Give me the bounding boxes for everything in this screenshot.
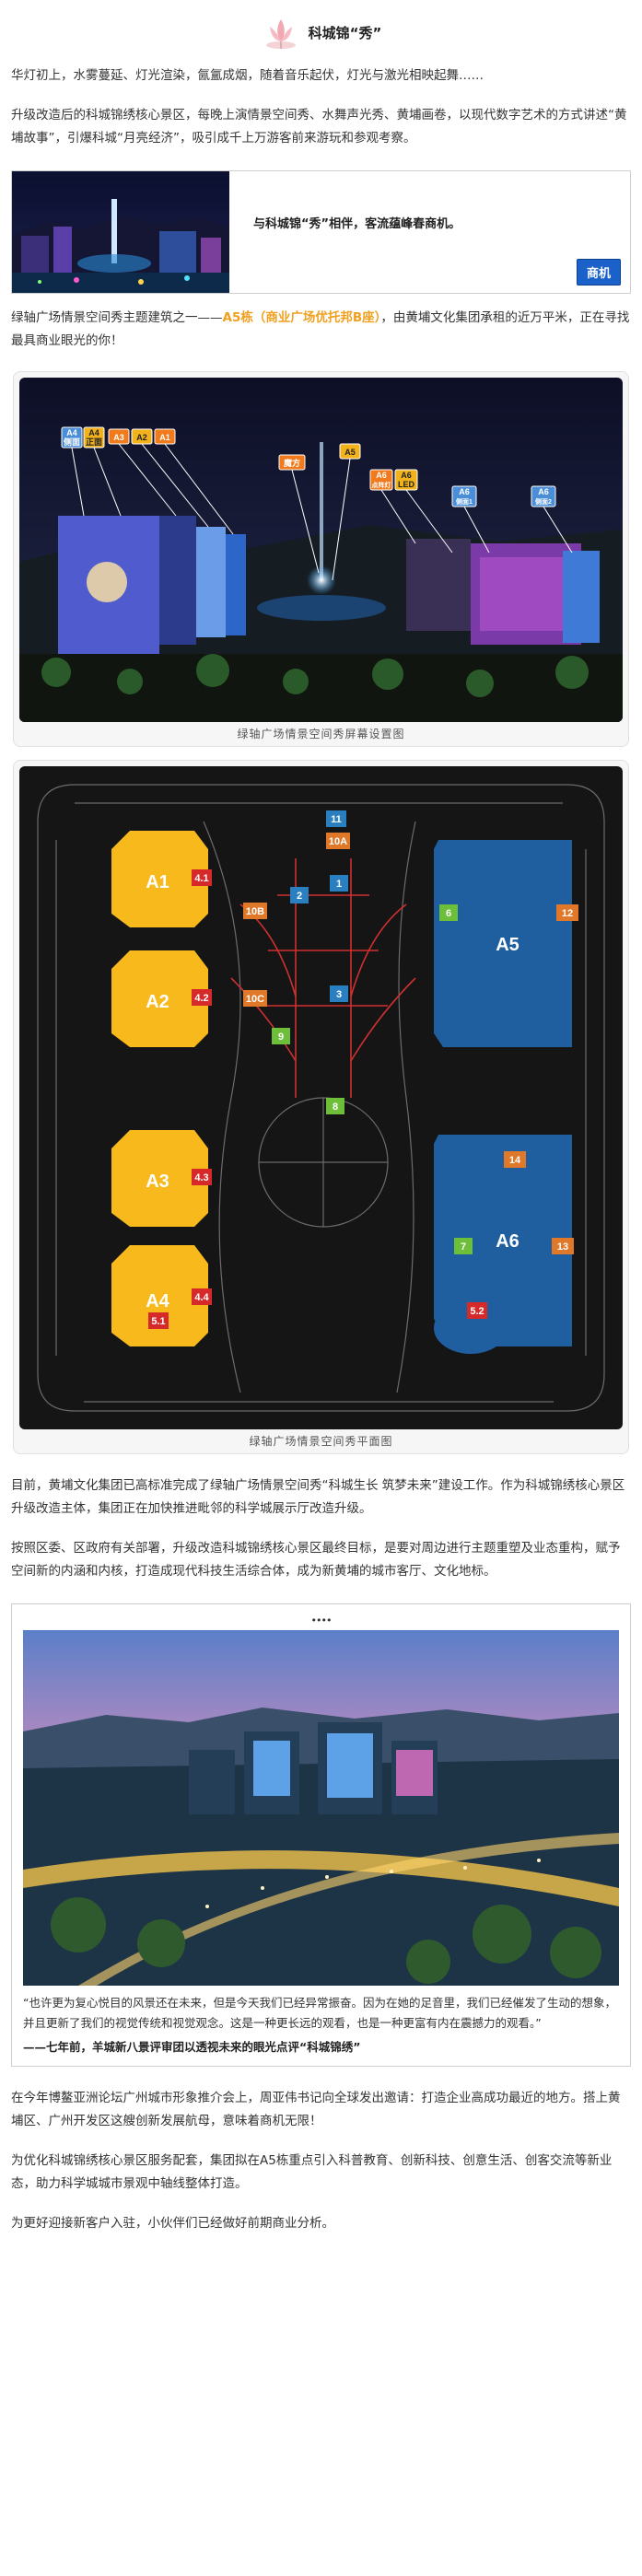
svg-text:9: 9: [278, 1032, 284, 1043]
svg-text:A2: A2: [136, 433, 147, 442]
svg-text:LED: LED: [398, 480, 415, 489]
photo-quote-frame: ••••: [11, 1603, 631, 2067]
svg-text:A5: A5: [496, 935, 519, 955]
decorative-dots: ••••: [310, 1614, 333, 1626]
highlight-a5: A5栋（商业广场优托邦B座）: [222, 310, 381, 325]
ad-text-area: 与科城锦“秀”相伴，客流蕴峰春商机。 商机: [229, 171, 630, 293]
svg-text:1: 1: [336, 879, 342, 890]
svg-text:4.2: 4.2: [194, 993, 208, 1004]
svg-text:A1: A1: [159, 433, 170, 442]
svg-text:3: 3: [336, 989, 342, 1000]
svg-text:4.4: 4.4: [194, 1292, 209, 1303]
quote-text: “也许更为复心悦目的风景还在未来，但是今天我们已经异常振奋。因为在她的足音里，我…: [23, 1996, 616, 2030]
article: 科城锦“秀” 华灯初上，水雾蔓延、灯光渲染，氤氲成烟，随着音乐起伏，灯光与激光相…: [0, 0, 642, 2231]
paragraph-4: 目前，黄埔文化集团已高标准完成了绿轴广场情景空间秀“科城生长 筑梦未来”建设工作…: [11, 1478, 625, 1516]
paragraph-2: 升级改造后的科城锦绣核心景区，每晚上演情景空间秀、水舞声光秀、黄埔画卷，以现代数…: [11, 108, 627, 146]
svg-text:正面: 正面: [86, 437, 102, 447]
svg-text:A6: A6: [496, 1231, 519, 1252]
paragraph-1: 华灯初上，水雾蔓延、灯光渲染，氤氲成烟，随着音乐起伏，灯光与激光相映起舞……: [11, 68, 484, 83]
svg-text:A6: A6: [401, 471, 412, 480]
svg-text:A4: A4: [146, 1291, 169, 1311]
aerial-night-photo: [23, 1630, 619, 1986]
paragraph-6: 在今年博鳌亚洲论坛广州城市形象推介会上，周亚伟书记向全球发出邀请：打造企业高成功…: [11, 2091, 621, 2128]
ad-banner[interactable]: 与科城锦“秀”相伴，客流蕴峰春商机。 商机: [11, 170, 631, 294]
svg-text:8: 8: [333, 1102, 338, 1113]
svg-text:13: 13: [557, 1241, 568, 1253]
svg-text:A3: A3: [113, 433, 124, 442]
ad-message: 与科城锦“秀”相伴，客流蕴峰春商机。: [253, 217, 461, 231]
svg-text:A6: A6: [376, 471, 387, 480]
svg-text:侧面1: 侧面1: [456, 497, 473, 506]
ad-thumbnail: [12, 171, 229, 293]
svg-text:6: 6: [446, 908, 451, 919]
svg-text:12: 12: [562, 908, 573, 919]
quote-author: ——七年前，羊城新八景评审团以透视未来的眼光点评“科城锦绣”: [23, 2040, 361, 2054]
svg-text:2: 2: [297, 891, 302, 902]
paragraph-7: 为优化科城锦绣核心景区服务配套，集团拟在A5栋重点引入科普教育、创新科技、创意生…: [11, 2153, 613, 2191]
svg-text:5.2: 5.2: [470, 1306, 484, 1317]
paragraph-8: 为更好迎接新客户入驻，小伙伴们已经做好前期商业分析。: [11, 2216, 334, 2231]
svg-text:A2: A2: [146, 992, 169, 1012]
page-title: 科城锦“秀”: [308, 24, 382, 41]
business-opportunity-button[interactable]: 商机: [576, 259, 621, 286]
svg-text:10C: 10C: [246, 994, 264, 1005]
svg-text:点阵灯: 点阵灯: [372, 481, 391, 489]
paragraph-3: 绿轴广场情景空间秀主题建筑之一——A5栋（商业广场优托邦B座），由黄埔文化集团承…: [11, 310, 630, 348]
svg-text:A1: A1: [146, 872, 169, 892]
svg-text:4.1: 4.1: [194, 873, 208, 884]
svg-text:7: 7: [461, 1241, 466, 1253]
svg-text:10A: 10A: [329, 836, 347, 847]
svg-text:A3: A3: [146, 1171, 169, 1192]
svg-text:侧面2: 侧面2: [535, 497, 552, 506]
article-header: 科城锦“秀”: [0, 0, 642, 64]
plan-card: A1 A2 A3 A4 A5 A6 4.1 4.2 4.3 4.4 5.1 5.…: [13, 760, 629, 1454]
svg-text:侧面: 侧面: [64, 437, 80, 447]
paragraph-5: 按照区委、区政府有关部署，升级改造科城锦绣核心景区最终目标，是要对周边进行主题重…: [11, 1541, 621, 1579]
svg-text:A6: A6: [459, 487, 470, 496]
svg-text:A4: A4: [66, 428, 77, 437]
svg-text:11: 11: [331, 814, 342, 825]
svg-text:A6: A6: [538, 487, 549, 496]
svg-text:4.3: 4.3: [194, 1172, 208, 1183]
site-plan: A1 A2 A3 A4 A5 A6 4.1 4.2 4.3 4.4 5.1 5.…: [19, 766, 623, 1429]
render-caption: 绿轴广场情景空间秀屏幕设置图: [237, 728, 405, 740]
lotus-icon: [265, 19, 296, 49]
svg-text:5.1: 5.1: [151, 1316, 165, 1327]
svg-text:魔方: 魔方: [283, 458, 300, 468]
plan-caption: 绿轴广场情景空间秀平面图: [249, 1435, 393, 1448]
svg-text:10B: 10B: [246, 906, 264, 917]
svg-text:A5: A5: [344, 448, 356, 457]
svg-text:A4: A4: [88, 428, 99, 437]
svg-text:14: 14: [509, 1155, 521, 1166]
